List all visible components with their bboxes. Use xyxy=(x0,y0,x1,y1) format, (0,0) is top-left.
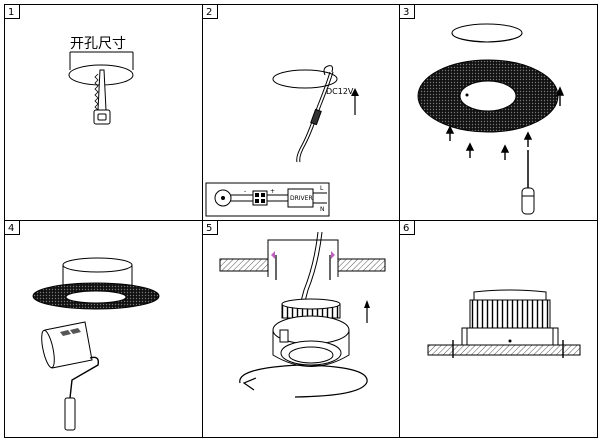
paint-roller-icon xyxy=(41,321,100,431)
driver-label: DRIVER xyxy=(290,195,313,202)
panel-number-text: 4 xyxy=(8,223,14,234)
installed-module xyxy=(461,289,559,346)
panel-number-2: 2 xyxy=(202,4,218,19)
panel-number-text: 5 xyxy=(206,223,212,234)
cutout-size-caption: 开孔尺寸 xyxy=(70,36,126,52)
ceiling-hole xyxy=(272,69,338,89)
rotate-arrow-icon xyxy=(239,364,368,398)
ceiling-board-left xyxy=(219,258,269,272)
panel-3-trim xyxy=(417,23,565,215)
panel-number-text: 3 xyxy=(403,7,409,18)
plus-label: + xyxy=(270,188,275,195)
led-module xyxy=(272,298,350,367)
panel-number-text: 2 xyxy=(206,7,212,18)
dimension-line xyxy=(69,51,134,70)
wiring-schematic: - + DRIVER L N xyxy=(205,182,330,217)
screwdriver-icon xyxy=(521,150,535,215)
ceiling-board-right xyxy=(337,258,386,272)
panel-4-paint xyxy=(32,257,160,431)
panel-1-cutout: 开孔尺寸 xyxy=(68,36,134,125)
panel-number-6: 6 xyxy=(399,220,415,235)
driver-box xyxy=(287,188,314,208)
wire-bundle xyxy=(323,65,333,76)
screw-arrows xyxy=(445,86,565,160)
panel-number-5: 5 xyxy=(202,220,218,235)
line-label: L xyxy=(320,185,324,192)
connector xyxy=(310,108,322,126)
up-arrow-icon xyxy=(351,88,359,115)
up-arrow-icon xyxy=(364,300,370,323)
panel-2-wiring: DC12V - + DRIVER L N xyxy=(205,65,359,217)
ceiling-board xyxy=(427,344,581,356)
trim-opening xyxy=(459,80,517,112)
panel-number-1: 1 xyxy=(4,4,20,19)
clip-right xyxy=(331,251,335,259)
housing xyxy=(267,239,339,259)
panel-number-text: 6 xyxy=(403,223,409,234)
neutral-label: N xyxy=(320,206,325,213)
clip-left xyxy=(271,251,275,259)
panel-number-3: 3 xyxy=(399,4,415,19)
panel-5-insert xyxy=(219,231,386,398)
panel-number-4: 4 xyxy=(4,220,20,235)
panel-6-installed xyxy=(427,289,581,358)
voltage-label: DC12V xyxy=(326,87,354,96)
panel-number-text: 1 xyxy=(8,7,14,18)
saw-icon xyxy=(93,69,111,125)
cable xyxy=(299,231,323,306)
screws xyxy=(452,340,564,358)
minus-label: - xyxy=(244,188,246,195)
